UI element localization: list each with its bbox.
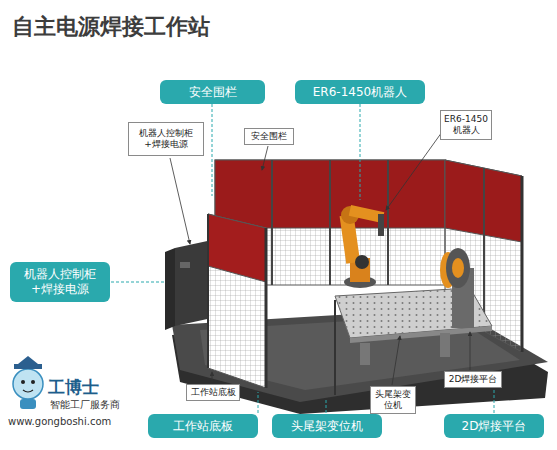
page-title: 自主电源焊接工作站 [12, 12, 210, 42]
node-text: 安全围栏 [189, 85, 237, 100]
callout-pill: 工作站底板 [148, 414, 258, 438]
logo-url: www.gongboshi.com [8, 416, 111, 427]
part-tag: 安全围栏 [244, 128, 294, 145]
logo-text: 工博士 [48, 376, 99, 399]
callout-pill: ER6-1450机器人 [295, 80, 425, 104]
logo-slogan: 智能工厂服务商 [50, 398, 120, 412]
callout-pill: 2D焊接平台 [444, 414, 544, 438]
node-text: 安全围栏 [251, 131, 287, 142]
node-text: ER6-1450机器人 [313, 85, 407, 100]
node-text: 工作站底板 [173, 419, 233, 434]
callout-pill: 机器人控制柜+焊接电源 [10, 262, 110, 302]
callout-pill: 安全围栏 [160, 80, 265, 104]
node-text: 机器人控制柜+焊接电源 [16, 267, 104, 297]
callout-pill: 头尾架变位机 [272, 414, 382, 438]
part-tag: 2D焊接平台 [444, 371, 502, 388]
node-text: ER6-1450 机器人 [444, 114, 488, 136]
node-text: 2D焊接平台 [449, 374, 498, 385]
node-text: 工作站底板 [191, 387, 236, 398]
node-text: 头尾架变位机 [374, 389, 412, 411]
node-text: 头尾架变位机 [291, 419, 363, 434]
part-tag: 机器人控制柜+焊接电源 [128, 122, 204, 156]
part-tag: 头尾架变位机 [370, 386, 416, 414]
node-text: 2D焊接平台 [462, 419, 527, 434]
part-tag: 工作站底板 [186, 384, 240, 401]
part-tag: ER6-1450 机器人 [440, 110, 492, 140]
node-text: 机器人控制柜+焊接电源 [132, 128, 200, 150]
